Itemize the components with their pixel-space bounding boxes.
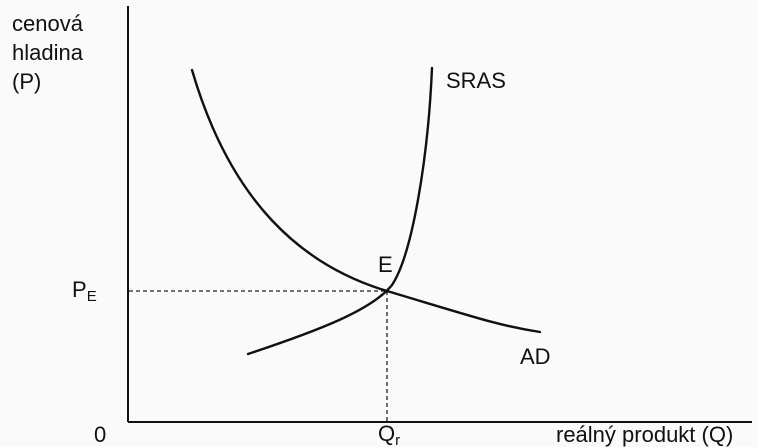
sras-curve: [246, 66, 434, 356]
ad-label: AD: [520, 344, 551, 369]
price-level-label: PE: [72, 277, 97, 305]
output-level-sub: r: [395, 432, 401, 447]
ad-curve: [190, 68, 542, 334]
y-axis-label-line-1: cenová: [12, 11, 83, 36]
x-axis-label: reálný produkt (Q): [556, 422, 734, 447]
price-level-sub: E: [86, 288, 97, 305]
price-level-base: P: [72, 277, 87, 302]
equilibrium-label: E: [378, 252, 393, 277]
output-level-label: Qr: [378, 423, 400, 447]
bleed-through-text: ⠀: [660, 231, 675, 252]
bleed-through-text: ⠀: [470, 9, 485, 30]
y-axis-label-line-3: (P): [12, 69, 42, 94]
sras-label: SRAS: [446, 68, 506, 93]
y-axis-label-line-2: hladina: [12, 40, 83, 65]
origin-label: 0: [94, 422, 107, 447]
output-level-base: Q: [378, 421, 396, 446]
